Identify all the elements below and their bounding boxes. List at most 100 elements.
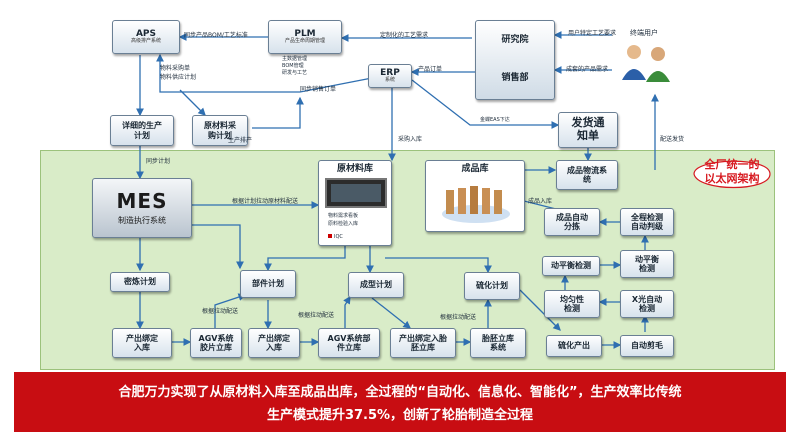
edge-form-out3 bbox=[371, 297, 412, 329]
product-logistics-system[interactable]: 成品物流系 统 bbox=[556, 160, 618, 190]
aps-system-box[interactable]: APS 高级排产系统 bbox=[112, 20, 180, 54]
edge-label-product-in: 成品入库 bbox=[528, 198, 553, 205]
edge-label-pull-mix: 根据拉动配送 bbox=[202, 308, 239, 315]
auto-trimming[interactable]: 自动剪毛 bbox=[620, 335, 674, 357]
ship-notice-line2: 知单 bbox=[577, 129, 599, 142]
agv-rubber-line1: AGV系统 bbox=[198, 333, 234, 343]
erp-system-box[interactable]: ERP 系统 bbox=[368, 64, 412, 88]
detailed-production-plan[interactable]: 详细的生产 计划 bbox=[110, 115, 174, 146]
mixing-plan[interactable]: 密炼计划 bbox=[110, 272, 170, 292]
green-tire-warehouse[interactable]: 胎胚立库 系统 bbox=[470, 328, 526, 358]
plm-system-box[interactable]: PLM 产品生命周期管理 bbox=[268, 20, 342, 54]
erp-subtitle: 系统 bbox=[384, 77, 395, 84]
edge-erp-aps bbox=[156, 53, 373, 93]
edge-label-sync-plan: 同步计划 bbox=[146, 158, 171, 165]
raw-purchase-plan[interactable]: 原材料采 购计划 bbox=[192, 115, 248, 146]
product-warehouse-title: 成品库 bbox=[461, 164, 489, 174]
edge-label-purchase-in: 采购入库 bbox=[398, 136, 423, 143]
banner-line-1: 合肥万力实现了从原材料入库至成品出库，全过程的“自动化、信息化、智能化”，生产效… bbox=[118, 385, 682, 400]
mes-system-box[interactable]: MES 制造执行系统 bbox=[92, 178, 192, 238]
edge-label-stock-req: 成套的产品需求 bbox=[566, 66, 609, 73]
detailed-plan-line2: 计划 bbox=[134, 130, 150, 140]
curing-plan-label: 硫化计划 bbox=[476, 281, 508, 291]
end-users-label: 终端用户 bbox=[630, 29, 658, 37]
mixing-plan-label: 密炼计划 bbox=[124, 277, 156, 287]
raw-warehouse-desc-1: 物料需求看板 bbox=[328, 213, 359, 219]
ship-notice-box[interactable]: 发货通 知单 bbox=[558, 112, 618, 148]
iqc-text: IQC bbox=[334, 234, 343, 240]
dynamic-balance-check[interactable]: 动平衡检测 bbox=[542, 256, 600, 276]
edge-label-pull-form: 根据拉动配送 bbox=[440, 314, 477, 321]
out-bind-2-line2: 入库 bbox=[266, 343, 282, 352]
out-bind-3-line1: 产出绑定入胎 bbox=[399, 333, 447, 343]
aps-subtitle: 高级排产系统 bbox=[130, 38, 161, 45]
ethernet-callout: 全厂统一的 以太网架构 bbox=[690, 152, 774, 188]
edge-raw-parts bbox=[264, 245, 346, 272]
plm-title: PLM bbox=[294, 28, 316, 39]
warehouse-monitor-icon bbox=[325, 178, 387, 208]
warehouse-racks-icon bbox=[438, 180, 514, 230]
produce-client-label: 生产排产 bbox=[228, 137, 253, 144]
edge-raw-curing bbox=[385, 257, 492, 274]
research-institute[interactable]: 研究院 bbox=[478, 24, 552, 56]
agv-rubber-warehouse[interactable]: AGV系统 胶片立库 bbox=[190, 328, 242, 358]
dyn-balance2-line1: 动平衡 bbox=[635, 254, 659, 264]
edge-label-sync-bom: 同步产品BOM/工艺标准 bbox=[184, 32, 248, 39]
green-tire-line1: 胎胚立库 bbox=[482, 333, 514, 343]
dynamic-balance-inspection[interactable]: 动平衡 检测 bbox=[620, 250, 674, 278]
curing-output[interactable]: 硫化产出 bbox=[546, 335, 602, 357]
edge-agv-parts bbox=[214, 293, 247, 328]
edge-label-product-order: 产品订单 bbox=[418, 66, 443, 73]
xray-line2: 检测 bbox=[639, 304, 655, 313]
plm-note-3: 研发与工艺 bbox=[282, 70, 308, 76]
raw-purchase-line1: 原材料采 bbox=[204, 121, 236, 131]
raw-warehouse-title: 原材料库 bbox=[336, 164, 373, 174]
ship-notice-line1: 发货通 bbox=[571, 116, 605, 130]
dyn-balance-label: 动平衡检测 bbox=[551, 261, 591, 271]
aps-note-2: 物料供应计划 bbox=[160, 74, 197, 81]
output-binding-storage-2[interactable]: 产出绑定 入库 bbox=[248, 328, 300, 358]
output-binding-storage-1[interactable]: 产出绑定 入库 bbox=[112, 328, 172, 358]
iqc-label: IQC bbox=[328, 234, 343, 240]
out-bind-1-line1: 产出绑定 bbox=[126, 333, 158, 343]
uniformity-inspection[interactable]: 均匀性 检测 bbox=[544, 290, 600, 318]
sales-department[interactable]: 销售部 bbox=[478, 62, 552, 94]
edge-label-ship-config: 配送发货 bbox=[660, 136, 685, 143]
agv-rubber-line2: 胶片立库 bbox=[200, 343, 232, 352]
agv-parts-warehouse[interactable]: AGV系统部 件立库 bbox=[318, 328, 380, 358]
plm-subtitle: 产品生命周期管理 bbox=[284, 38, 325, 45]
end-users-icon bbox=[620, 42, 676, 86]
xray-inspection[interactable]: X光自动 检测 bbox=[620, 290, 674, 318]
callout-line1: 全厂统一的 bbox=[704, 158, 760, 171]
parts-plan[interactable]: 部件计划 bbox=[240, 270, 296, 298]
edge-curingplan-out bbox=[519, 289, 561, 331]
forming-plan-label: 成型计划 bbox=[360, 280, 392, 290]
curing-plan[interactable]: 硫化计划 bbox=[464, 272, 520, 300]
output-binding-green-tire[interactable]: 产出绑定入胎 胚立库 bbox=[390, 328, 456, 358]
full-inspection-grading[interactable]: 全程检测 自动判级 bbox=[620, 208, 674, 236]
auto-sorting[interactable]: 成品自动 分拣 bbox=[544, 208, 600, 236]
detailed-plan-line1: 详细的生产 bbox=[122, 121, 162, 131]
out-bind-2-line1: 产出绑定 bbox=[258, 333, 290, 343]
sales-label: 销售部 bbox=[501, 72, 529, 83]
callout-line2: 以太网架构 bbox=[704, 171, 760, 185]
erp-title: ERP bbox=[380, 67, 400, 78]
mes-subtitle: 制造执行系统 bbox=[118, 216, 166, 226]
edge-erp-ship bbox=[411, 79, 560, 129]
logistics-line1: 成品物流系 bbox=[567, 165, 607, 175]
edge-mes-parts bbox=[192, 224, 244, 270]
full-check-line2: 自动判级 bbox=[631, 222, 663, 231]
forming-plan[interactable]: 成型计划 bbox=[348, 272, 404, 298]
mes-title: MES bbox=[116, 189, 168, 214]
research-sales-box bbox=[475, 20, 555, 100]
edge-agvparts-form bbox=[343, 295, 351, 328]
parts-plan-label: 部件计划 bbox=[252, 279, 284, 289]
aps-note-1: 物料采购单 bbox=[160, 65, 191, 72]
plm-note-2: BOM管理 bbox=[282, 63, 304, 69]
auto-sort-line1: 成品自动 bbox=[556, 212, 588, 222]
plm-note-1: 主数据管理 bbox=[282, 56, 308, 62]
banner-line-2: 生产模式提升37.5%，创新了轮胎制造全过程 bbox=[266, 408, 534, 423]
edge-label-eas: 金蝶EAS下达 bbox=[480, 117, 510, 123]
edge-label-user-req: 用户特定工艺要求 bbox=[568, 30, 617, 37]
